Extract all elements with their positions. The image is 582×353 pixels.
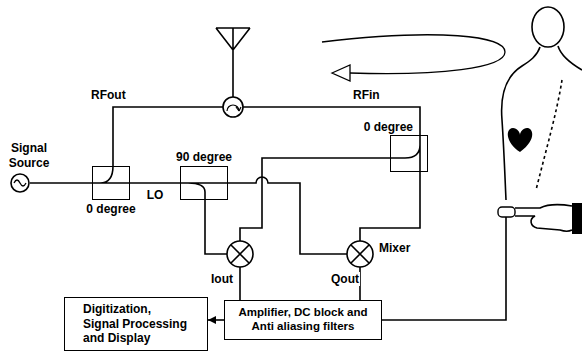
- circulator-arrowhead: [236, 107, 241, 111]
- rf-wire: [360, 172, 420, 241]
- node-heading: Signal Source: [4, 141, 54, 170]
- mixer-cross: [231, 245, 249, 263]
- sine-wave: [14, 180, 26, 186]
- signal-name: Iout: [210, 272, 234, 286]
- process-box: Amplifier, DC block and Anti aliasing fi…: [224, 300, 382, 340]
- signal-connector: [208, 319, 224, 321]
- node-heading: 90 degree: [176, 150, 232, 164]
- circulator-symbol: [223, 97, 243, 117]
- sleeve-cuff: [572, 203, 582, 234]
- node-heading: 0 degree: [364, 120, 413, 134]
- coupler-box: 90 degree: [180, 166, 228, 200]
- pulse-sensor: [498, 207, 515, 217]
- coupler-line: [92, 166, 130, 183]
- source-circle: [11, 174, 29, 192]
- hand-symbol: [515, 205, 572, 231]
- antenna-symbol: [216, 28, 250, 97]
- signal-connector: [30, 182, 92, 184]
- box-text: Digitization, Signal Processing and Disp…: [83, 302, 189, 345]
- source-symbol: [10, 173, 30, 193]
- sensor-wire: [382, 217, 506, 320]
- person-body: [558, 46, 582, 70]
- person-head: [532, 7, 564, 47]
- signal-name: RFin: [352, 88, 381, 102]
- signal-connector: [130, 182, 180, 184]
- signal-source: Signal Source: [10, 173, 30, 193]
- signal-name: RFout: [90, 88, 127, 102]
- rf-in-wire: [243, 107, 420, 135]
- heart-symbol: [508, 128, 532, 152]
- coupler-box: 0 degree: [92, 166, 130, 200]
- mixer-symbol: [227, 241, 253, 267]
- process-box: Digitization, Signal Processing and Disp…: [64, 297, 208, 351]
- signal-name: LO: [146, 188, 165, 202]
- coupler-line: [390, 135, 420, 172]
- wave-arrowhead: [332, 65, 350, 81]
- signal-name: Mixer: [378, 241, 411, 255]
- box-text: Amplifier, DC block and Anti aliasing fi…: [233, 306, 373, 334]
- coupler-box: 0 degree: [390, 135, 428, 172]
- mixer-output-wire: [240, 267, 360, 300]
- i-lo-wire: [205, 200, 227, 254]
- person-arm: [536, 80, 562, 190]
- signal-name: Qout: [330, 272, 360, 286]
- mixer-cross: [351, 245, 369, 263]
- node-heading: 0 degree: [86, 202, 135, 216]
- mixer-symbol: [347, 241, 373, 267]
- coupler-line: [180, 183, 228, 200]
- person-body: [502, 47, 540, 200]
